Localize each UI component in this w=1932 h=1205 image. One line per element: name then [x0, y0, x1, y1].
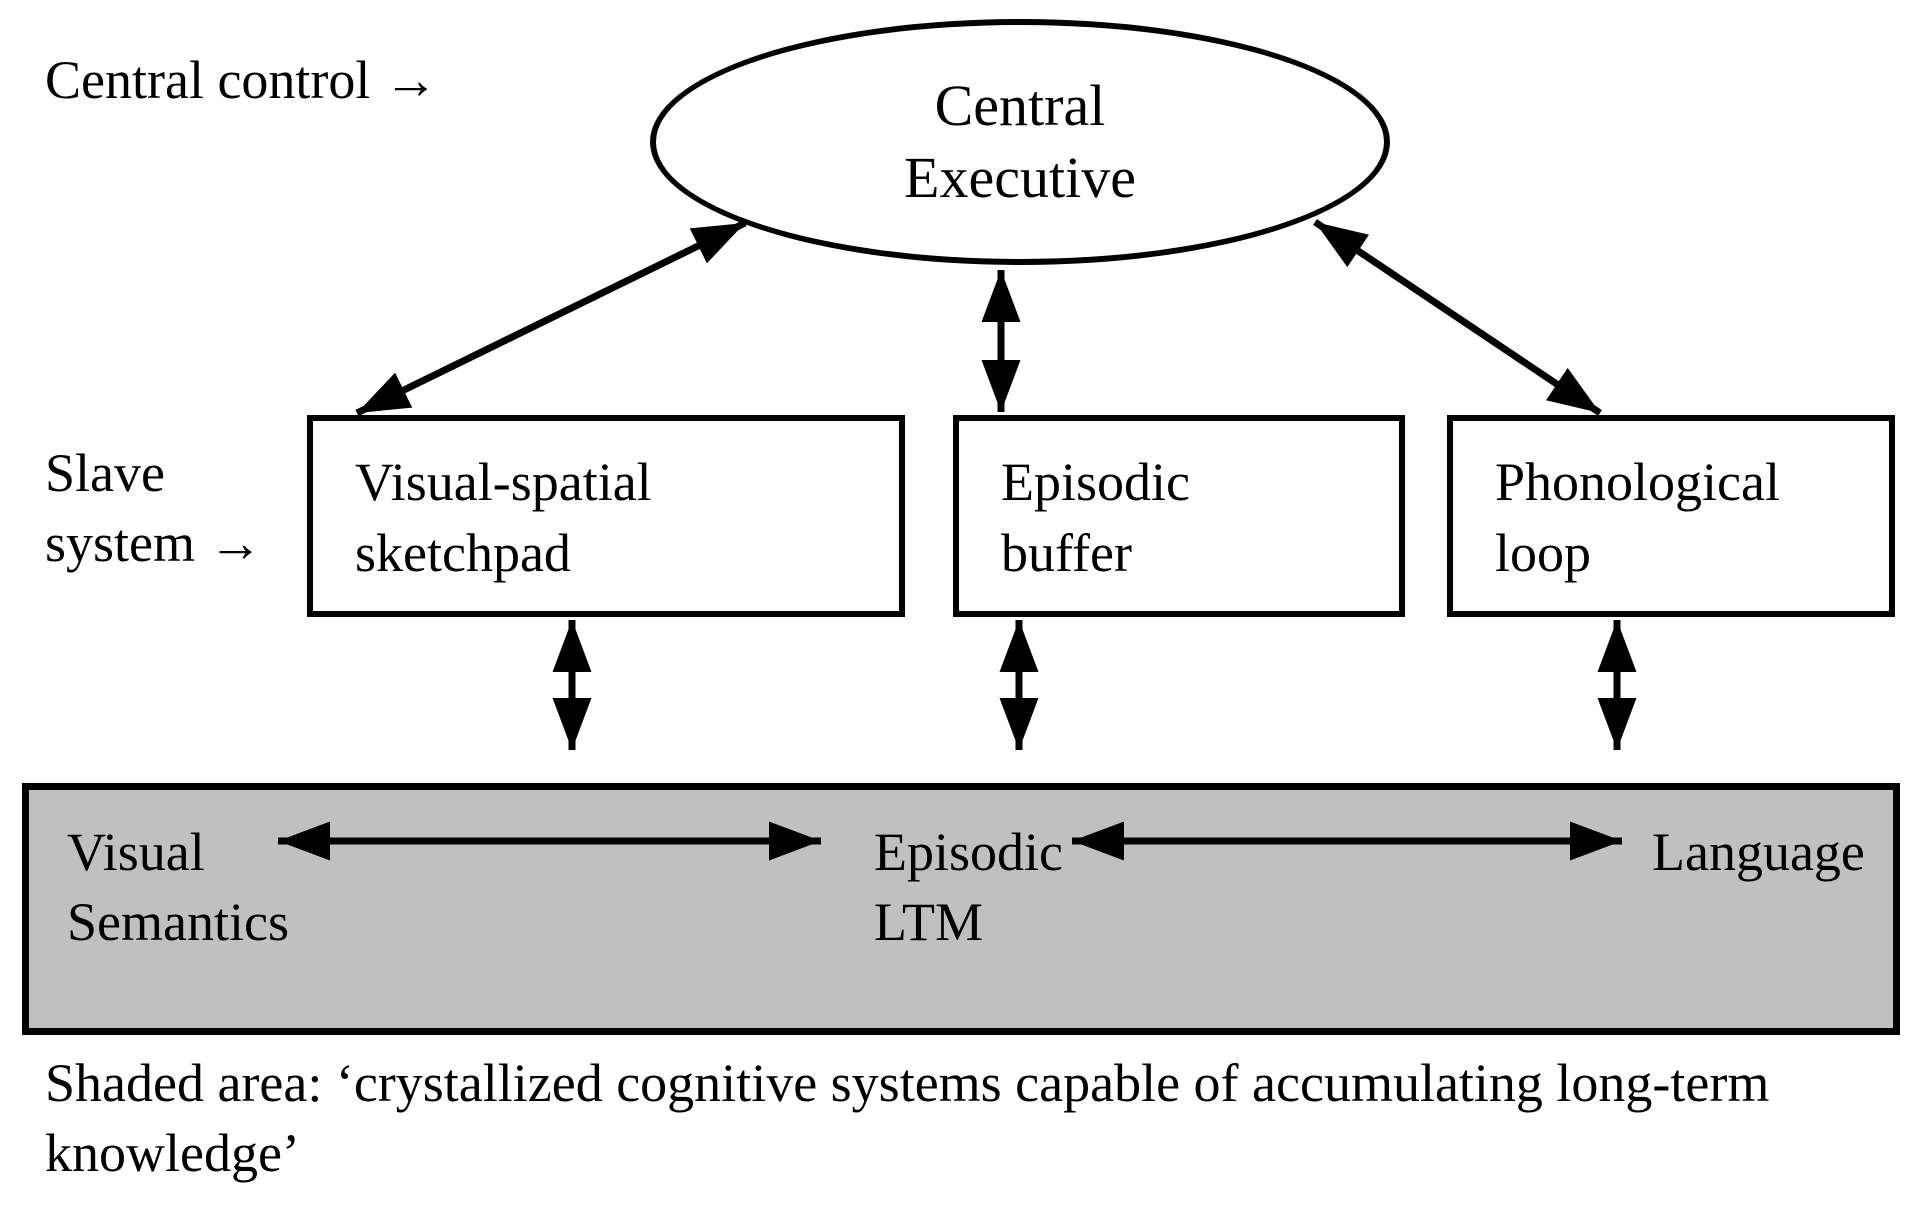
central-executive-node: Central Executive — [650, 19, 1390, 265]
episodic-ltm-label: Episodic LTM — [874, 822, 1063, 953]
phonological-loop-box: Phonological loop — [1447, 415, 1895, 617]
central-executive-label: Central Executive — [904, 72, 1136, 211]
visual-spatial-sketchpad-box: Visual-spatial sketchpad — [307, 415, 905, 617]
language-label: Language — [1652, 822, 1865, 882]
arrow-central-executive-phonological-loop — [1313, 219, 1602, 416]
arrow-central-executive-visual-spatial — [355, 219, 747, 417]
phonological-loop-label: Phonological loop — [1495, 452, 1780, 584]
visual-semantics-label: Visual Semantics — [67, 822, 289, 953]
episodic-buffer-label: Episodic buffer — [1001, 452, 1190, 584]
slave-system-label: Slave system → — [45, 443, 263, 574]
shaded-area-caption: Shaded area: ‘crystallized cognitive sys… — [45, 1053, 1770, 1184]
central-control-label: Central control → — [45, 50, 438, 110]
long-term-memory-region: Visual Semantics Episodic LTM Language — [22, 783, 1900, 1035]
visual-spatial-sketchpad-label: Visual-spatial sketchpad — [355, 452, 652, 584]
episodic-buffer-box: Episodic buffer — [953, 415, 1405, 617]
